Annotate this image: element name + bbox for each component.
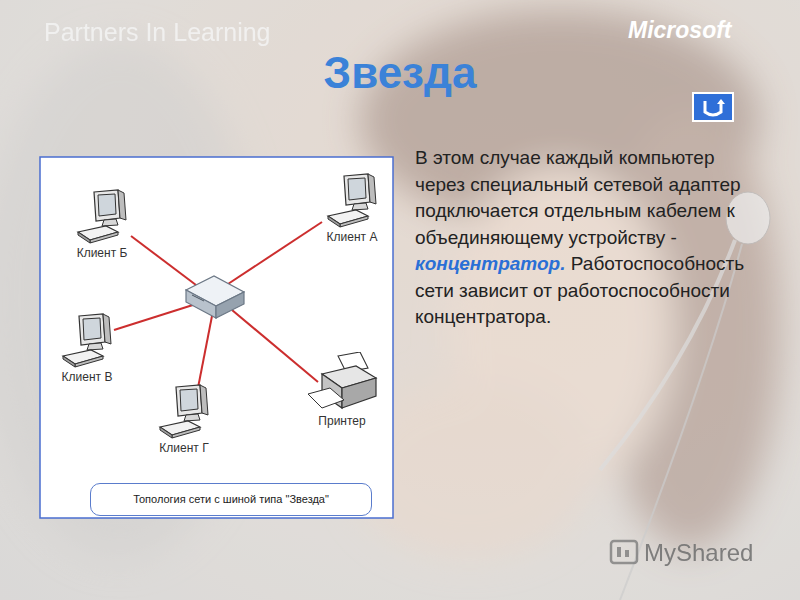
- watermark-logo: [611, 541, 637, 563]
- computer-icon: [322, 172, 382, 230]
- program-name: Partners In Learning: [44, 18, 271, 47]
- device-label: Принтер: [302, 414, 382, 428]
- caption-text: Топология сети с шиной типа "Звезда": [133, 492, 329, 506]
- caption-box: Топология сети с шиной типа "Звезда": [90, 483, 372, 516]
- device-label: Клиент А: [320, 230, 384, 244]
- device-label: Клиент Г: [152, 441, 216, 455]
- computer-icon: [57, 312, 117, 370]
- client-node: Клиент А: [320, 172, 384, 244]
- description-paragraph: В этом случае каждый компьютер через спе…: [415, 145, 750, 331]
- device-label: Клиент Б: [70, 246, 134, 260]
- printer-node: Принтер: [302, 352, 382, 428]
- device-label: Клиент В: [55, 370, 119, 384]
- client-node: Клиент В: [55, 312, 119, 384]
- printer-icon: [304, 352, 380, 414]
- brand-name: Microsoft: [628, 17, 732, 44]
- highlighted-term: концентратор.: [415, 253, 566, 274]
- description-text: В этом случае каждый компьютер через спе…: [415, 147, 741, 248]
- computer-icon: [154, 383, 214, 441]
- watermark: MyShared: [644, 539, 753, 567]
- back-button: [693, 93, 733, 121]
- hub-symbol: [186, 276, 244, 318]
- network-cables: [114, 222, 322, 398]
- diagram-frame: [40, 157, 393, 518]
- slide-title: Звезда: [0, 48, 800, 98]
- client-node: Клиент Г: [152, 383, 216, 455]
- computer-icon: [72, 188, 132, 246]
- client-node: Клиент Б: [70, 188, 134, 260]
